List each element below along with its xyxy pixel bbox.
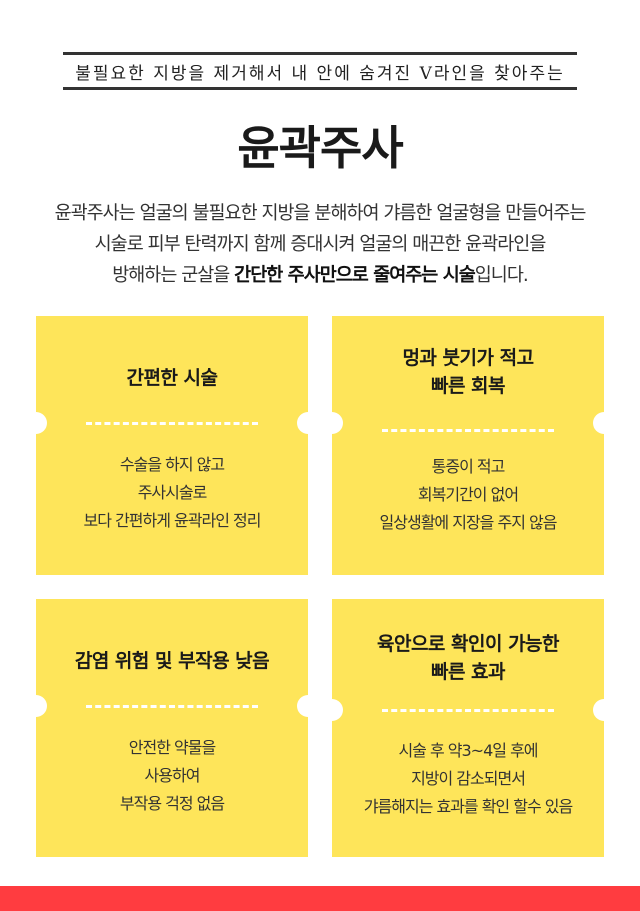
notch (593, 412, 615, 434)
card-body-line: 일상생활에 지장을 주지 않음 (379, 513, 558, 532)
card-body: 안전한 약물을 사용하여 부작용 걱정 없음 (36, 734, 308, 818)
card-title-line: 빠른 효과 (430, 661, 506, 683)
card-body-line: 사용하여 (144, 766, 201, 785)
card-body-line: 안전한 약물을 (128, 738, 216, 757)
description-line: 방해하는 군살을 간단한 주사만으로 줄여주는 시술입니다. (0, 260, 640, 291)
description: 윤곽주사는 얼굴의 불필요한 지방을 분해하여 갸름한 얼굴형을 만들어주는 시… (0, 198, 640, 291)
card-title: 감염 위험 및 부작용 낮음 (36, 599, 308, 723)
card-body-line: 부작용 걱정 없음 (119, 794, 225, 813)
card-body-line: 지방이 감소되면서 (411, 769, 526, 788)
card-body: 통증이 적고 회복기간이 없어 일상생활에 지장을 주지 않음 (332, 453, 604, 537)
notch (25, 412, 47, 434)
feature-card-low-risk: 감염 위험 및 부작용 낮음 안전한 약물을 사용하여 부작용 걱정 없음 (25, 599, 319, 857)
card-body-line: 시술 후 약3~4일 후에 (398, 741, 538, 760)
card-body-line: 주사시술로 (137, 483, 208, 502)
card-body-line: 통증이 적고 (431, 457, 506, 476)
card-title-line: 빠른 회복 (430, 375, 506, 397)
description-line: 시술로 피부 탄력까지 함께 증대시켜 얼굴의 매끈한 윤곽라인을 (94, 234, 547, 255)
notch (297, 412, 319, 434)
card-body-line: 보다 간편하게 윤곽라인 정리 (83, 511, 262, 530)
card-body-line: 수술을 하지 않고 (119, 455, 225, 474)
notch (593, 699, 615, 721)
notch (25, 695, 47, 717)
dashed-divider (86, 705, 258, 708)
card-title: 간편한 시술 (36, 316, 308, 440)
card-body: 수술을 하지 않고 주사시술로 보다 간편하게 윤곽라인 정리 (36, 451, 308, 535)
tagline-banner: 불필요한 지방을 제거해서 내 안에 숨겨진 V라인을 찾아주는 (63, 52, 577, 90)
dashed-divider (382, 709, 554, 712)
card-title-line: 간편한 시술 (126, 367, 218, 389)
page-title: 윤곽주사 (237, 121, 403, 175)
card-body-line: 갸름해지는 효과를 확인 할수 있음 (363, 797, 573, 816)
dashed-divider (86, 422, 258, 425)
description-line: 윤곽주사는 얼굴의 불필요한 지방을 분해하여 갸름한 얼굴형을 만들어주는 (54, 203, 587, 224)
card-body-line: 회복기간이 없어 (417, 485, 519, 504)
card-body: 시술 후 약3~4일 후에 지방이 감소되면서 갸름해지는 효과를 확인 할수 … (332, 737, 604, 821)
notch (321, 699, 343, 721)
feature-card-simple: 간편한 시술 수술을 하지 않고 주사시술로 보다 간편하게 윤곽라인 정리 (25, 316, 319, 575)
description-text: 입니다. (474, 265, 529, 286)
tagline-text: 불필요한 지방을 제거해서 내 안에 숨겨진 V라인을 찾아주는 (75, 63, 565, 84)
description-text: 방해하는 군살을 (112, 265, 235, 286)
notch (297, 695, 319, 717)
dashed-divider (382, 429, 554, 432)
card-title-line: 멍과 붓기가 적고 (402, 347, 534, 369)
card-title-line: 감염 위험 및 부작용 낮음 (74, 650, 270, 672)
card-title-line: 육안으로 확인이 가능한 (376, 633, 560, 655)
description-highlight: 간단한 주사만으로 줄여주는 시술 (234, 265, 476, 286)
bottom-bar (0, 886, 640, 911)
notch (321, 412, 343, 434)
